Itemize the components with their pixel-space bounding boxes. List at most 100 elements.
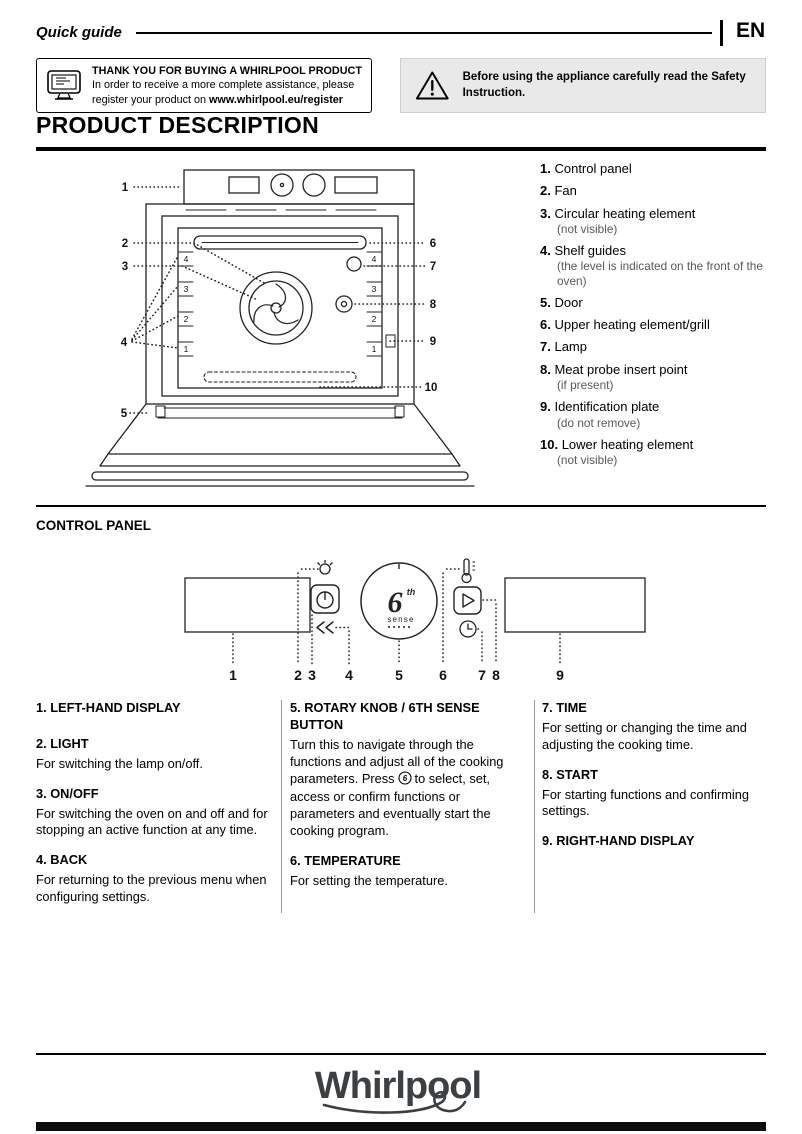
thanks-line2: register your product on www.whirlpool.e…: [92, 93, 362, 107]
cp-number-8: 8: [492, 667, 500, 683]
start-icon: [453, 586, 482, 615]
desc-body: For switching the oven on and off and fo…: [36, 805, 268, 838]
control-panel-rule: [36, 505, 766, 507]
thanks-line1: In order to receive a more complete assi…: [92, 79, 355, 92]
oven-callout-3: 3: [122, 261, 128, 273]
register-url-link[interactable]: www.whirlpool.eu/register: [209, 93, 344, 106]
oven-diagram: 1 2 3 4 5 6 7 8 9 10 4 3 2 1 4 3 2 1: [85, 169, 475, 487]
cp-callout-leaders: [232, 568, 561, 665]
list-item: 8. Meat probe insert point(if present): [540, 362, 770, 392]
list-item: 10. Lower heating element(not visible): [540, 437, 770, 467]
item-number: 10.: [540, 436, 559, 452]
shelf-level-right-4: 4: [372, 254, 377, 264]
thanks-title: THANK YOU FOR BUYING A WHIRLPOOL PRODUCT: [92, 64, 362, 77]
oven-callout-5: 5: [121, 408, 128, 420]
power-icon: [310, 584, 340, 614]
svg-text:6: 6: [402, 774, 407, 783]
product-description-list: 1. Control panel 2. Fan 3. Circular heat…: [540, 161, 770, 474]
oven-callout-10: 10: [425, 382, 438, 394]
oven-callout-9: 9: [430, 336, 436, 348]
descriptions-column-3: 7. TIME For setting or changing the time …: [542, 700, 768, 863]
knob-sup: th: [407, 587, 416, 597]
cp-number-9: 9: [556, 667, 564, 683]
page-header-title: Quick guide: [36, 24, 122, 41]
desc-heading: 1. LEFT-HAND DISPLAY: [36, 700, 181, 715]
list-item: 2. Fan: [540, 183, 770, 198]
shelf-level-right-3: 3: [372, 284, 377, 294]
desc-body: For starting functions and confirming se…: [542, 786, 749, 819]
warning-triangle-icon: [415, 71, 449, 100]
computer-monitor-icon: [47, 69, 81, 100]
desc-start: 8. START For starting functions and confi…: [542, 767, 768, 821]
desc-left-hand-display: 1. LEFT-HAND DISPLAY: [36, 700, 278, 717]
oven-callout-numbers: 1 2 3 4 5 6 7 8 9 10: [121, 182, 438, 420]
desc-time: 7. TIME For setting or changing the time …: [542, 700, 768, 754]
oven-lamp: [346, 256, 362, 272]
item-label: Lower heating element: [561, 436, 694, 452]
oven-line-art: [85, 169, 475, 487]
item-note: (if present): [557, 378, 614, 393]
desc-body-before: Turn this to navigate through the functi…: [290, 736, 504, 786]
back-icon: [316, 621, 334, 634]
item-number: 2.: [540, 183, 551, 199]
safety-warning-box: Before using the appliance carefully rea…: [400, 58, 766, 113]
item-label: Shelf guides: [554, 243, 627, 259]
item-number: 7.: [540, 339, 551, 355]
shelf-level-right-1: 1: [372, 344, 377, 354]
desc-heading: 3. ON/OFF: [36, 785, 99, 801]
desc-heading: 5. ROTARY KNOB / 6TH SENSE BUTTON: [290, 700, 480, 732]
descriptions-column-2: 5. ROTARY KNOB / 6TH SENSE BUTTON Turn t…: [290, 700, 524, 903]
cp-number-1: 1: [229, 667, 237, 683]
rotary-knob: 6 th sense: [360, 562, 438, 640]
oven-callout-6: 6: [430, 238, 436, 250]
knob-word: sense: [387, 615, 414, 624]
shelf-level-numbers: 4 3 2 1 4 3 2 1: [184, 254, 377, 354]
item-label: Door: [554, 294, 583, 310]
item-label: Upper heating element/grill: [554, 317, 710, 333]
register-product-text: THANK YOU FOR BUYING A WHIRLPOOL PRODUCT…: [92, 64, 362, 107]
oven-callout-8: 8: [430, 299, 437, 311]
desc-heading: 9. RIGHT-HAND DISPLAY: [542, 833, 695, 849]
desc-rotary-knob: 5. ROTARY KNOB / 6TH SENSE BUTTON Turn t…: [290, 700, 524, 840]
desc-heading: 7. TIME: [542, 700, 587, 715]
item-note: (not visible): [557, 453, 618, 468]
item-number: 6.: [540, 317, 551, 333]
sixth-sense-icon: 6: [397, 771, 412, 790]
item-number: 8.: [540, 361, 551, 377]
section-title-control-panel: CONTROL PANEL: [36, 518, 152, 533]
display-rects: [184, 577, 646, 633]
thanks-line2-prefix: register your product on: [92, 93, 210, 106]
desc-body: For setting or changing the time and adj…: [542, 719, 747, 752]
list-item: 7. Lamp: [540, 339, 770, 354]
desc-heading: 2. LIGHT: [36, 735, 89, 751]
column-divider: [281, 700, 282, 913]
logo-swoosh: [322, 1091, 467, 1114]
list-item: 4. Shelf guides(the level is indicated o…: [540, 243, 770, 288]
shelf-level-left-1: 1: [184, 344, 189, 354]
item-number: 9.: [540, 399, 551, 415]
cp-number-3: 3: [308, 667, 316, 683]
light-icon: [317, 560, 333, 575]
control-panel-diagram: 6 th sense: [184, 558, 646, 683]
item-note: (the level is indicated on the front of …: [557, 259, 763, 288]
item-note: (do not remove): [557, 415, 641, 430]
knob-digit: 6: [388, 586, 403, 619]
section-title-product-description: PRODUCT DESCRIPTION: [36, 112, 319, 138]
desc-heading: 6. TEMPERATURE: [290, 853, 401, 869]
item-number: 4.: [540, 243, 551, 259]
oven-callout-leaders: [129, 186, 427, 414]
item-label: Circular heating element: [554, 205, 696, 221]
oven-callout-2: 2: [122, 238, 128, 250]
shelf-level-left-3: 3: [184, 284, 189, 294]
time-icon: [459, 620, 477, 638]
desc-heading: 8. START: [542, 766, 598, 782]
desc-body: For setting the temperature.: [290, 873, 448, 889]
shelf-level-right-2: 2: [372, 314, 377, 324]
cp-number-5: 5: [395, 667, 403, 683]
header-rule: [136, 32, 712, 34]
item-note: (not visible): [557, 221, 618, 236]
item-number: 1.: [540, 161, 551, 176]
